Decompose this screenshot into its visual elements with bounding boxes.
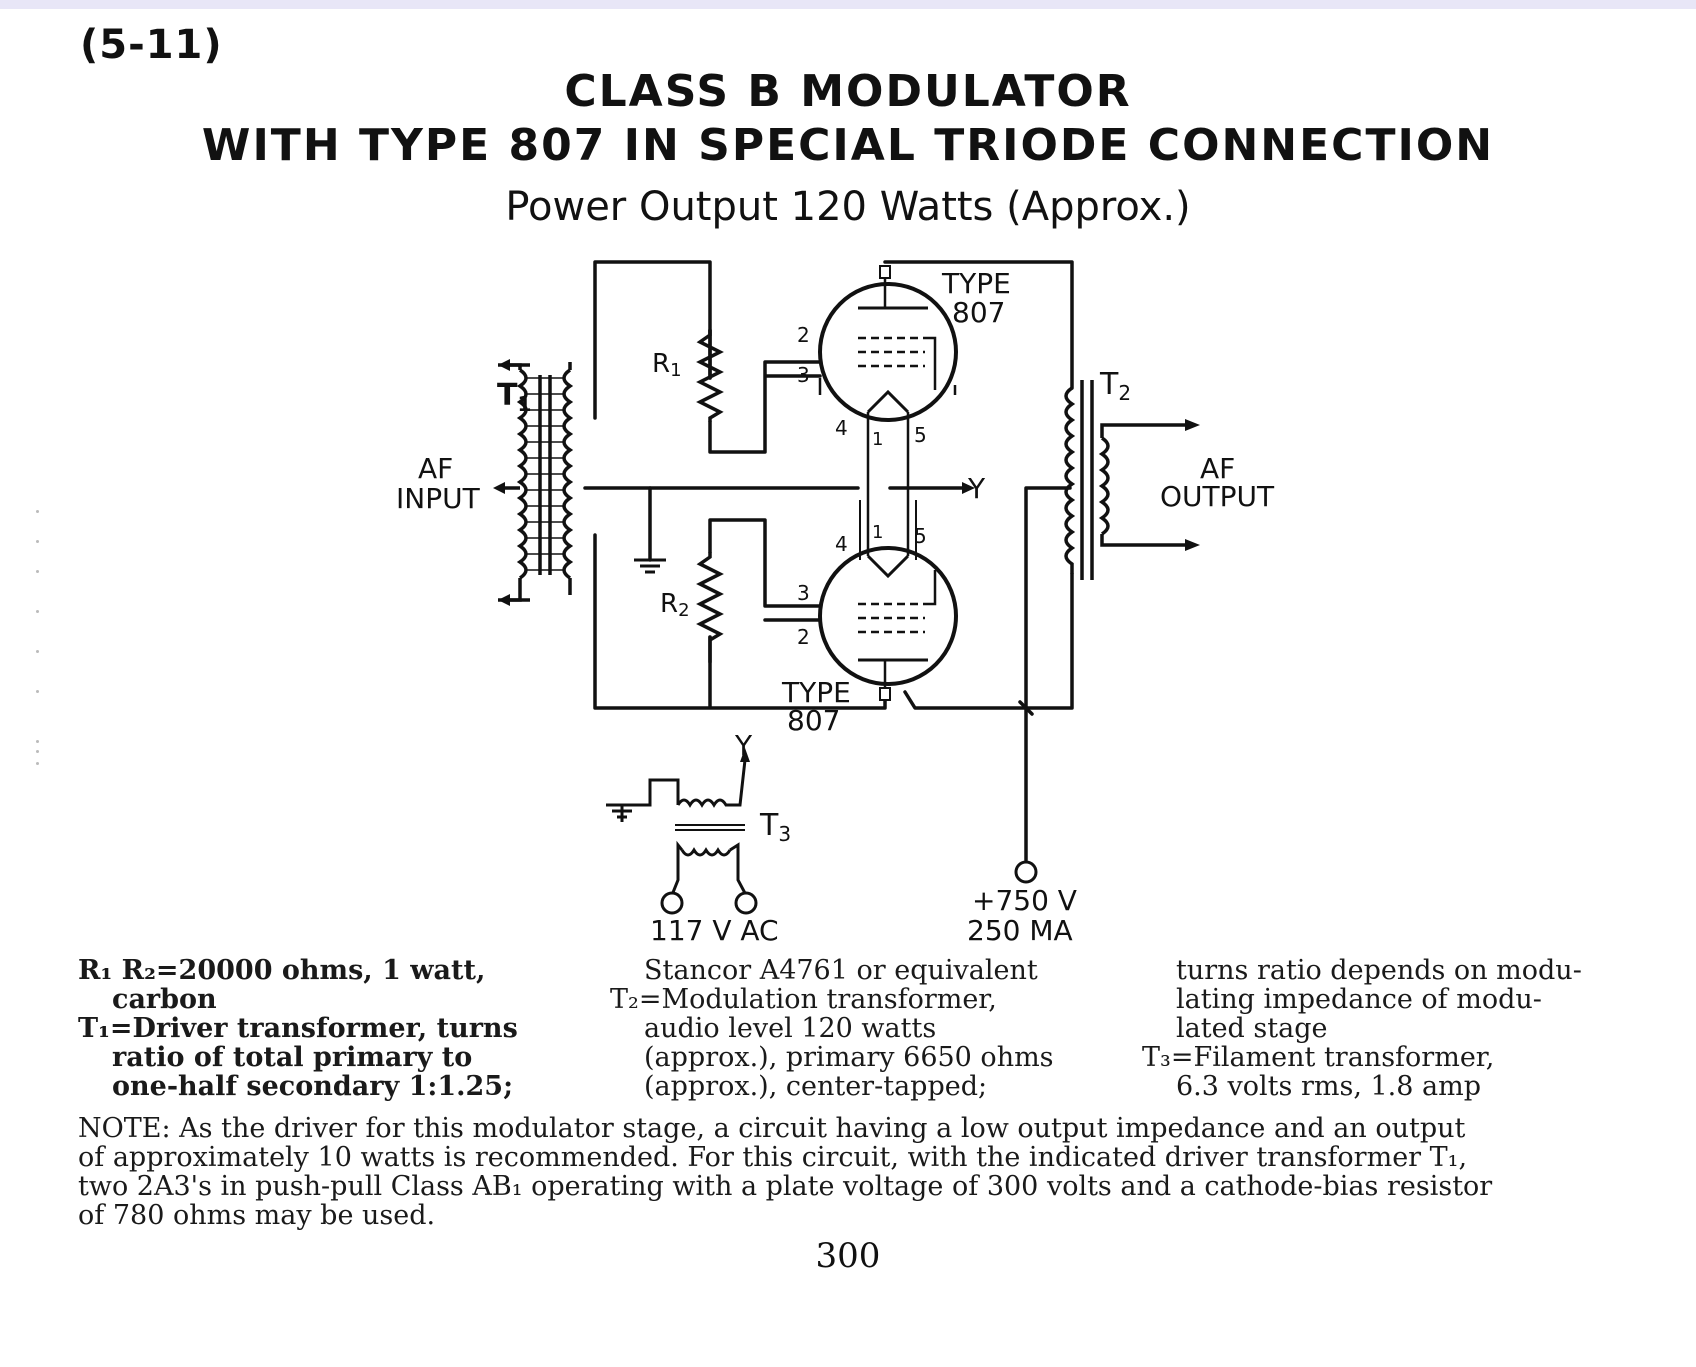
pin-label: 5 [914, 423, 927, 447]
supply-terminal [1014, 860, 1038, 884]
r2-branch-wire [708, 518, 822, 664]
circuit-schematic: T1 T2 T3 R1 R2 TYPE 807 TYPE 807 AF INPU… [396, 260, 1275, 947]
pin-label: 2 [797, 323, 810, 347]
note-paragraph: NOTE: As the driver for this modulator s… [78, 1114, 1618, 1230]
parts-line: (approx.), primary 6650 ohms [644, 1042, 1054, 1073]
parts-line: (approx.), center-tapped; [644, 1071, 988, 1102]
t3-label: T3 [759, 808, 791, 846]
scan-edge-marks [36, 500, 44, 800]
r1-branch-wire [708, 328, 822, 454]
pin-label: 2 [797, 625, 810, 649]
r1-resistor [696, 330, 724, 422]
note-line: of approximately 10 watts is recommended… [78, 1142, 1468, 1173]
supply-wire [1024, 486, 1072, 862]
top-bar [0, 0, 1696, 9]
pin-label: 3 [797, 363, 810, 387]
t1-label: T1 [497, 378, 531, 416]
supply-kink [1018, 700, 1034, 716]
page-title-line-2: WITH TYPE 807 IN SPECIAL TRIODE CONNECTI… [201, 120, 1495, 171]
left-loop-wire [593, 260, 887, 710]
page-subtitle: Power Output 120 Watts (Approx.) [505, 184, 1191, 230]
pin-label: 5 [914, 524, 927, 548]
y-arrow-head [962, 482, 975, 494]
tube-bottom-type: TYPE [781, 676, 851, 709]
note-line: of 780 ohms may be used. [78, 1200, 436, 1231]
tube-top [818, 265, 958, 490]
pin-label: 3 [797, 581, 810, 605]
t2-arrow-top [1185, 419, 1200, 431]
supply-voltage-label: +750 V [972, 884, 1077, 917]
parts-line: audio level 120 watts [644, 1013, 937, 1044]
t3-ground-icon [606, 803, 638, 822]
ac-terminal-left [660, 891, 684, 915]
t2-label: T2 [1099, 367, 1131, 405]
y-label-bottom: Y [734, 729, 753, 762]
parts-line: lating impedance of modu- [1176, 984, 1542, 1015]
parts-line: lated stage [1176, 1013, 1328, 1044]
parts-list-column-1: R₁ R₂=20000 ohms, 1 watt, carbon T₁=Driv… [78, 956, 638, 1101]
t3-arrow-up [740, 748, 750, 762]
parts-line: one-half secondary 1:1.25; [112, 1071, 514, 1102]
ac-terminal-right [734, 891, 758, 915]
right-loop-wire [883, 260, 1074, 710]
parts-line: 6.3 volts rms, 1.8 amp [1176, 1071, 1481, 1102]
parts-line: carbon [112, 984, 217, 1015]
page-title-line-1: CLASS B MODULATOR [564, 66, 1132, 117]
t1-arrow-input [493, 482, 505, 494]
parts-line: ratio of total primary to [112, 1042, 473, 1073]
af-input-label-1: AF [418, 452, 453, 485]
pin-label: 4 [835, 416, 848, 440]
parts-line: R₁ R₂=20000 ohms, 1 watt, [78, 955, 486, 986]
tube-top-number: 807 [952, 296, 1005, 329]
parts-line: Stancor A4761 or equivalent [644, 955, 1038, 986]
tube-bottom [818, 490, 958, 701]
tube-bottom-number: 807 [787, 704, 840, 737]
af-output-label-1: AF [1200, 452, 1235, 485]
note-line: NOTE: As the driver for this modulator s… [78, 1113, 1466, 1144]
pin-label: 1 [872, 522, 883, 543]
supply-current-label: 250 MA [967, 914, 1073, 947]
figure-number: (5-11) [80, 22, 223, 68]
af-output-label-2: OUTPUT [1160, 480, 1275, 513]
note-line: two 2A3's in push-pull Class AB₁ operati… [78, 1171, 1493, 1202]
input-ground-icon [634, 558, 666, 574]
r2-label: R2 [660, 589, 690, 621]
t3-transformer [620, 759, 748, 896]
y-label-top: Y [967, 472, 986, 505]
parts-list-column-2: Stancor A4761 or equivalent T₂=Modulatio… [610, 956, 1110, 1101]
tube-top-type: TYPE [941, 267, 1011, 300]
parts-line: turns ratio depends on modu- [1176, 955, 1582, 986]
af-input-label-2: INPUT [396, 482, 481, 515]
pin-label: 4 [835, 532, 848, 556]
r1-label: R1 [652, 349, 682, 381]
ac-voltage-label: 117 V AC [650, 914, 779, 947]
pin-label: 1 [872, 429, 883, 450]
page-number: 300 [815, 1236, 881, 1276]
parts-line: T₁=Driver transformer, turns [78, 1013, 518, 1044]
parts-line: T₃=Filament transformer, [1142, 1042, 1495, 1073]
r2-resistor [696, 552, 724, 642]
parts-line: T₂=Modulation transformer, [610, 984, 997, 1015]
t2-arrow-bottom [1185, 539, 1200, 551]
parts-list-column-3: turns ratio depends on modu- lating impe… [1142, 956, 1652, 1101]
t2-transformer [1064, 380, 1185, 580]
